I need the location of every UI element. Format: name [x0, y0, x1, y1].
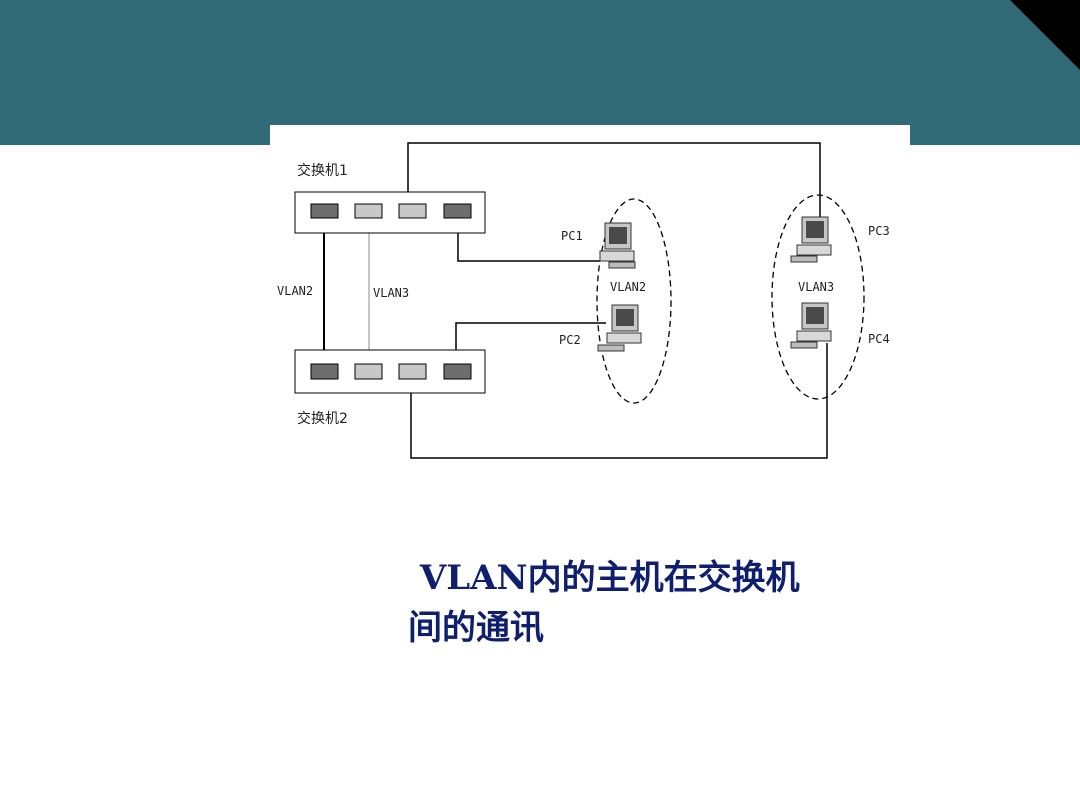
switch2-port-3: [398, 363, 427, 380]
trunk-vlan3-label: VLAN3: [373, 286, 409, 300]
switch1-port-2: [354, 203, 383, 219]
vlan-diagram: 交换机1 交换机2 VLAN2 VLAN3 VLAN2 VLAN3 PC1 PC…: [270, 125, 910, 470]
pc4-label: PC4: [868, 332, 890, 346]
pc2-label: PC2: [559, 333, 581, 347]
trunk-vlan2-label: VLAN2: [277, 284, 313, 298]
switch2-label: 交换机2: [297, 410, 348, 427]
switch-2: [294, 349, 486, 394]
switch2-port-1: [310, 363, 339, 380]
switch2-port-4: [443, 363, 472, 380]
slide-caption: VLAN内的主机在交换机 间的通讯: [408, 553, 868, 653]
switch2-port-2: [354, 363, 383, 380]
pc1-label: PC1: [561, 229, 583, 243]
switch1-label: 交换机1: [297, 162, 348, 179]
cable-sw1-pc1: [457, 229, 600, 262]
computer-icon: [790, 216, 832, 263]
group-vlan3-label: VLAN3: [798, 280, 834, 294]
cable-sw1-pc3: [407, 142, 821, 221]
switch1-port-1: [310, 203, 339, 219]
cable-sw2-pc4: [410, 343, 828, 459]
header-banner: [0, 0, 1080, 145]
caption-line-1: VLAN内的主机在交换机: [408, 558, 800, 598]
vlan3-group-ellipse: [771, 194, 865, 400]
switch1-port-3: [398, 203, 427, 219]
pc3-label: PC3: [868, 224, 890, 238]
computer-icon: [790, 302, 832, 349]
group-vlan2-label: VLAN2: [610, 280, 646, 294]
switch1-port-4: [443, 203, 472, 219]
caption-line-2: 间的通讯: [408, 608, 544, 648]
computer-icon: [599, 222, 636, 269]
vlan2-group-ellipse: [596, 198, 672, 404]
banner-corner-triangle: [1010, 0, 1080, 70]
network-diagram-svg: 交换机1 交换机2 VLAN2 VLAN3 VLAN2 VLAN3 PC1 PC…: [277, 142, 890, 459]
computer-icon: [597, 304, 642, 352]
switch-1: [294, 191, 486, 234]
